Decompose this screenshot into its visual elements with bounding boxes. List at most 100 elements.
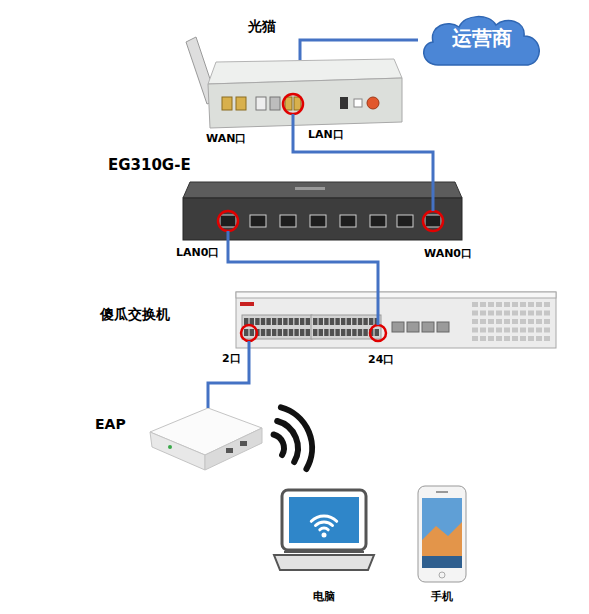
switch-port xyxy=(375,329,379,336)
switch-port xyxy=(358,329,362,336)
vent-slot xyxy=(544,336,550,341)
switch-port xyxy=(313,329,317,336)
wire-stubs xyxy=(228,114,433,348)
vent-slot xyxy=(528,336,534,341)
switch-port xyxy=(363,318,367,325)
wire-stub xyxy=(248,341,251,348)
router-top xyxy=(183,182,462,198)
network-cable xyxy=(208,348,249,408)
wifi-arc xyxy=(281,407,312,469)
access-point xyxy=(150,408,262,470)
vent-slot xyxy=(488,311,494,316)
laptop-screen xyxy=(289,497,359,543)
router-port xyxy=(397,215,413,227)
switch-port xyxy=(330,318,334,325)
switch-ports xyxy=(242,315,449,339)
port-highlight xyxy=(423,211,443,231)
router: EG310G-E xyxy=(183,198,462,240)
router-front xyxy=(183,198,462,240)
port-highlight xyxy=(241,325,257,341)
access-point: EAP xyxy=(150,408,262,470)
vent-slot xyxy=(512,336,518,341)
router-ports xyxy=(220,215,441,227)
switch-port xyxy=(272,318,276,325)
switch-port xyxy=(300,329,304,336)
vent-slot xyxy=(472,336,478,341)
network-cable xyxy=(228,240,378,292)
switch-port xyxy=(289,318,293,325)
vent-slot xyxy=(544,319,550,324)
vent-slot xyxy=(496,311,502,316)
phone-screen-sea xyxy=(422,556,462,568)
switch: 傻瓜交换机 xyxy=(236,292,556,348)
modem-port xyxy=(285,97,292,110)
port-label: 2口 xyxy=(222,352,241,365)
modem-power-button xyxy=(367,97,379,109)
vent-slot xyxy=(536,328,542,333)
router-port xyxy=(250,215,266,227)
switch-port xyxy=(244,329,248,336)
port-label: WAN0口 xyxy=(424,247,472,260)
ap-port xyxy=(226,448,233,453)
vent-slot xyxy=(520,319,526,324)
port-label: 24口 xyxy=(368,353,394,366)
vent-slot xyxy=(504,311,510,316)
switch-port xyxy=(335,318,339,325)
switch-port xyxy=(330,329,334,336)
router-port xyxy=(425,215,441,227)
sfp-port xyxy=(422,322,434,332)
switch-port xyxy=(347,318,351,325)
laptop-hinge xyxy=(284,551,364,553)
vent-slot xyxy=(536,302,542,307)
ap-port xyxy=(240,441,247,446)
vent-slot xyxy=(504,336,510,341)
wire-stub xyxy=(377,292,380,325)
port-label: LAN0口 xyxy=(176,246,219,259)
switch xyxy=(236,292,556,348)
vent-slot xyxy=(472,302,478,307)
modem-port xyxy=(270,97,280,110)
switch-port xyxy=(272,329,276,336)
vent-slot xyxy=(536,336,542,341)
switch-port xyxy=(300,318,304,325)
switch-port xyxy=(283,329,287,336)
device-name: 光猫 xyxy=(248,18,276,35)
device-name: EAP xyxy=(95,416,126,433)
phone-speaker xyxy=(436,491,448,493)
router-logo-mark xyxy=(295,187,325,190)
vent-slot xyxy=(480,328,486,333)
switch-port xyxy=(278,318,282,325)
phone-home-button xyxy=(439,572,445,578)
sfp-port xyxy=(392,322,404,332)
switch-vent xyxy=(472,302,550,341)
network-cable xyxy=(300,40,418,60)
switch-port xyxy=(294,329,298,336)
ap-led xyxy=(168,445,172,449)
switch-port xyxy=(335,329,339,336)
phone: 手机 xyxy=(418,486,466,582)
ap-right-face xyxy=(205,428,262,470)
vent-slot xyxy=(488,328,494,333)
switch-top-band xyxy=(236,292,556,298)
vent-slot xyxy=(472,319,478,324)
switch-port xyxy=(289,329,293,336)
port-highlight xyxy=(283,94,303,114)
vent-slot xyxy=(480,302,486,307)
vent-slot xyxy=(480,311,486,316)
switch-port xyxy=(369,318,373,325)
switch-logo-mark xyxy=(240,302,254,306)
switch-port xyxy=(352,329,356,336)
switch-port xyxy=(319,318,323,325)
optical-modem xyxy=(186,37,402,128)
screen-wifi-arc xyxy=(311,516,336,521)
vent-slot xyxy=(480,319,486,324)
vent-slot xyxy=(488,336,494,341)
switch-port xyxy=(250,329,254,336)
port-highlight xyxy=(370,325,386,341)
vent-slot xyxy=(512,311,518,316)
switch-port xyxy=(266,318,270,325)
device-name: 电脑 xyxy=(270,590,378,603)
vent-slot xyxy=(504,319,510,324)
switch-port xyxy=(313,318,317,325)
